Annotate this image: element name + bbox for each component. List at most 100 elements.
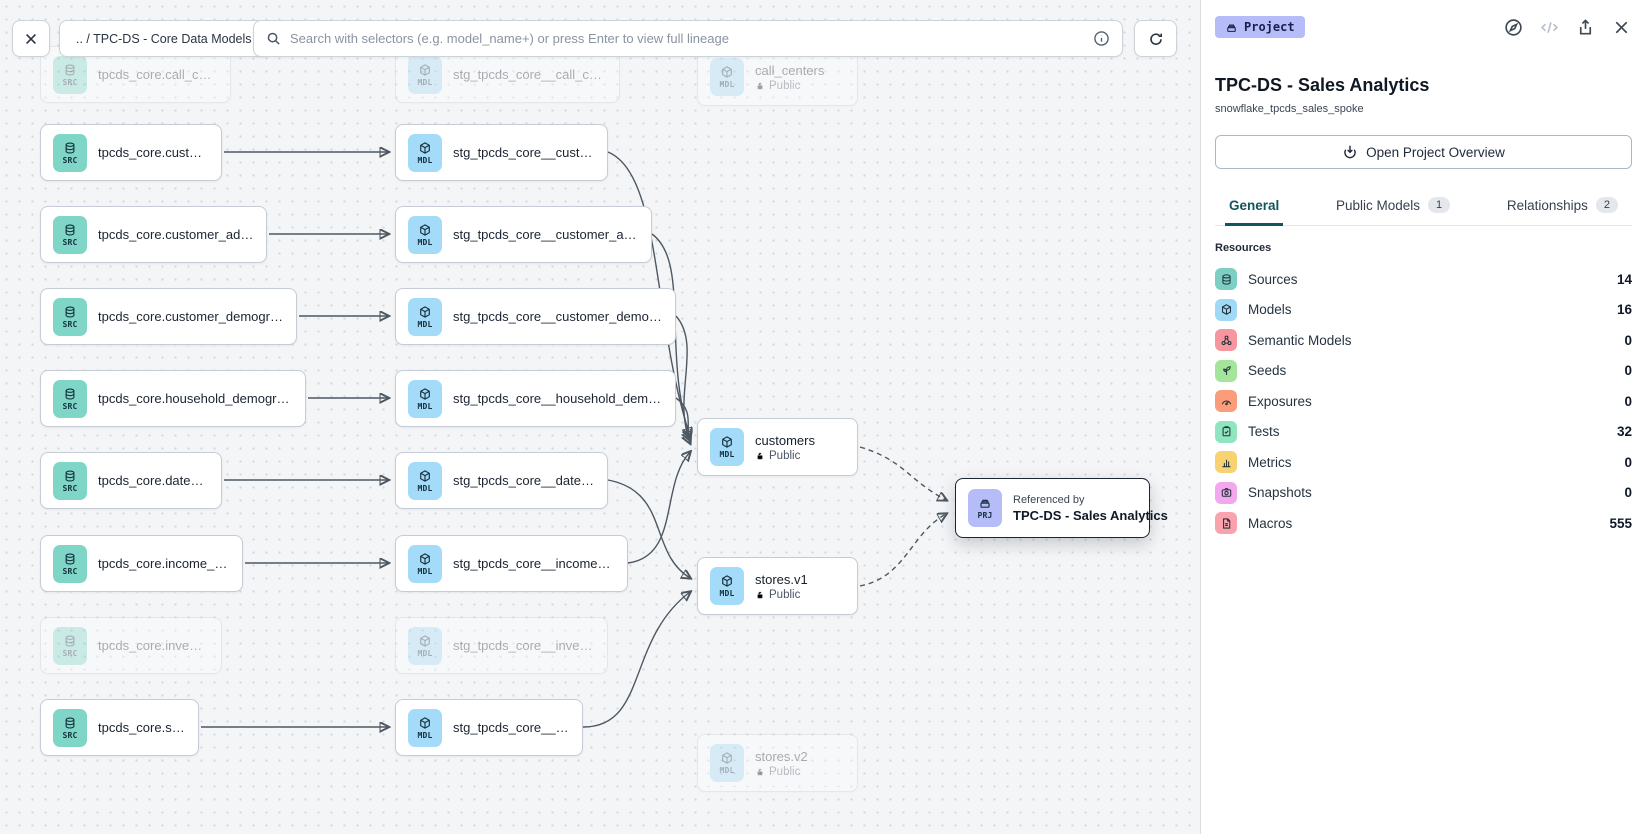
code-icon [1540, 18, 1559, 37]
breadcrumb[interactable]: .. / TPC-DS - Core Data Models [59, 20, 269, 57]
tab-relationships[interactable]: Relationships 2 [1503, 191, 1622, 226]
cube-icon [418, 63, 432, 77]
graph-node-public-stores-v2[interactable]: MDL stores.v2 Public [697, 734, 858, 792]
model-badge: MDL [710, 428, 744, 466]
graph-node-model-customer[interactable]: MDL stg_tpcds_core__customer [395, 124, 608, 181]
database-icon [63, 141, 77, 155]
cube-icon [720, 65, 734, 79]
graph-node-model-customer-address[interactable]: MDL stg_tpcds_core__customer_address [395, 206, 652, 263]
tab-count-badge: 1 [1428, 197, 1451, 213]
graph-node-source-customer-address[interactable]: SRC tpcds_core.customer_address [40, 206, 267, 263]
model-badge: MDL [408, 461, 442, 500]
view-code-button[interactable] [1539, 17, 1560, 38]
graph-node-public-stores-v1[interactable]: MDL stores.v1 Public [697, 557, 858, 615]
cube-icon [418, 716, 432, 730]
resource-row-seeds[interactable]: Seeds 0 [1215, 356, 1632, 387]
refresh-icon [1148, 31, 1164, 47]
source-badge: SRC [53, 55, 87, 94]
graph-node-source-household-demographics[interactable]: SRC tpcds_core.household_demographics [40, 370, 306, 427]
graph-node-referenced-project[interactable]: PRJ Referenced by TPC-DS - Sales Analyti… [955, 478, 1168, 538]
model-badge: MDL [710, 744, 744, 782]
graph-node-model-income-band[interactable]: MDL stg_tpcds_core__income_band [395, 535, 628, 592]
bar-chart-icon [1215, 451, 1237, 474]
explore-docs-button[interactable] [1503, 17, 1524, 38]
close-lineage-button[interactable] [12, 20, 50, 57]
database-icon [63, 716, 77, 730]
open-project-overview-button[interactable]: Open Project Overview [1215, 135, 1632, 169]
panel-tabs: General Public Models 1 Relationships 2 [1215, 191, 1632, 226]
search-input[interactable] [290, 31, 1084, 46]
info-icon[interactable] [1093, 30, 1110, 47]
lineage-canvas[interactable]: SRC tpcds_core.call_center MDL stg_tpcds… [0, 0, 1200, 834]
graph-node-public-call-centers[interactable]: MDL call_centers Public [697, 48, 858, 106]
graph-node-source-income-band[interactable]: SRC tpcds_core.income_band [40, 535, 243, 592]
search-icon [266, 31, 281, 46]
project-stack-icon [1225, 21, 1238, 34]
model-badge: MDL [408, 133, 442, 172]
database-icon [63, 63, 77, 77]
graph-node-public-customers[interactable]: MDL customers Public [697, 418, 858, 476]
close-icon [23, 31, 39, 47]
project-overview-icon [1342, 144, 1358, 160]
database-icon [1215, 268, 1237, 291]
resource-row-sources[interactable]: Sources 14 [1215, 264, 1632, 295]
cube-icon [418, 634, 432, 648]
graph-node-source-customer-demographics[interactable]: SRC tpcds_core.customer_demographics [40, 288, 297, 345]
cube-icon [418, 469, 432, 483]
gauge-icon [1215, 390, 1237, 413]
panel-title: TPC-DS - Sales Analytics [1215, 75, 1430, 95]
graph-node-model-customer-demographics[interactable]: MDL stg_tpcds_core__customer_demographic… [395, 288, 676, 345]
graph-node-model-store[interactable]: MDL stg_tpcds_core__store [395, 699, 583, 756]
cube-icon [1215, 298, 1237, 321]
graph-node-source-inventory[interactable]: SRC tpcds_core.inventory [40, 617, 222, 674]
unlock-icon [755, 767, 765, 777]
database-icon [63, 305, 77, 319]
source-badge: SRC [53, 215, 87, 254]
network-icon [1215, 329, 1237, 352]
cube-icon [720, 435, 734, 449]
graph-node-source-store[interactable]: SRC tpcds_core.store [40, 699, 199, 756]
graph-node-source-customer[interactable]: SRC tpcds_core.customer [40, 124, 222, 181]
tab-public-models[interactable]: Public Models 1 [1332, 191, 1454, 226]
source-badge: SRC [53, 133, 87, 172]
refresh-button[interactable] [1134, 20, 1177, 57]
resources-list: Sources 14 Models 16 Semantic Models 0 S… [1215, 264, 1632, 539]
cube-icon [418, 387, 432, 401]
model-badge: MDL [408, 544, 442, 583]
resource-row-snapshots[interactable]: Snapshots 0 [1215, 478, 1632, 509]
graph-node-model-inventory[interactable]: MDL stg_tpcds_core__inventory [395, 617, 608, 674]
source-badge: SRC [53, 461, 87, 500]
close-panel-button[interactable] [1611, 17, 1632, 38]
cube-icon [418, 305, 432, 319]
close-icon [1612, 18, 1631, 37]
source-badge: SRC [53, 297, 87, 336]
database-icon [63, 552, 77, 566]
resource-row-models[interactable]: Models 16 [1215, 295, 1632, 326]
unlock-icon [755, 81, 765, 91]
share-button[interactable] [1575, 17, 1596, 38]
camera-icon [1215, 481, 1237, 504]
resource-row-metrics[interactable]: Metrics 0 [1215, 447, 1632, 478]
file-icon [1215, 512, 1237, 535]
resource-row-tests[interactable]: Tests 32 [1215, 417, 1632, 448]
model-badge: MDL [408, 55, 442, 94]
tab-general[interactable]: General [1225, 191, 1284, 226]
database-icon [63, 469, 77, 483]
resource-row-exposures[interactable]: Exposures 0 [1215, 386, 1632, 417]
database-icon [63, 387, 77, 401]
model-badge: MDL [408, 379, 442, 418]
unlock-icon [755, 451, 765, 461]
graph-node-source-date-dim[interactable]: SRC tpcds_core.date_dim [40, 452, 222, 509]
share-icon [1576, 18, 1595, 37]
graph-node-model-household-demographics[interactable]: MDL stg_tpcds_core__household_demographi… [395, 370, 676, 427]
database-icon [63, 223, 77, 237]
details-panel: Project TPC-DS - Sales Analytics snowfla… [1200, 0, 1648, 834]
model-badge: MDL [408, 215, 442, 254]
source-badge: SRC [53, 379, 87, 418]
source-badge: SRC [53, 544, 87, 583]
cube-icon [720, 751, 734, 765]
resource-row-semantic-models[interactable]: Semantic Models 0 [1215, 325, 1632, 356]
resource-row-macros[interactable]: Macros 555 [1215, 508, 1632, 539]
graph-node-model-date-dim[interactable]: MDL stg_tpcds_core__date_dim [395, 452, 608, 509]
